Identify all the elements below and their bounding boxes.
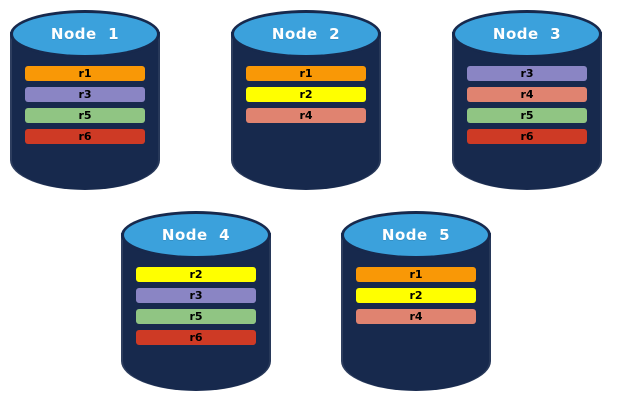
replica-list-2: r1 r2 r4 (246, 66, 366, 123)
node-label-5: Node 5 (381, 226, 451, 244)
node-cylinder-5[interactable]: Node 5 r1 r2 r4 (341, 211, 491, 391)
replica-bar-r3[interactable]: r3 (136, 288, 256, 303)
replica-list-1: r1 r3 r5 r6 (25, 66, 145, 144)
replica-bar-r1[interactable]: r1 (25, 66, 145, 81)
node-label-2: Node 2 (271, 25, 341, 43)
node-label-4: Node 4 (161, 226, 231, 244)
replica-bar-r5[interactable]: r5 (25, 108, 145, 123)
replica-bar-r1[interactable]: r1 (356, 267, 476, 282)
node-cylinder-1[interactable]: Node 1 r1 r3 r5 r6 (10, 10, 160, 190)
replica-bar-r6[interactable]: r6 (136, 330, 256, 345)
replica-bar-r2[interactable]: r2 (136, 267, 256, 282)
replica-bar-r3[interactable]: r3 (467, 66, 587, 81)
node-cap-1 (13, 13, 157, 55)
replica-bar-r2[interactable]: r2 (356, 288, 476, 303)
replica-bar-r4[interactable]: r4 (467, 87, 587, 102)
node-cylinder-4[interactable]: Node 4 r2 r3 r5 r6 (121, 211, 271, 391)
replica-bar-r1[interactable]: r1 (246, 66, 366, 81)
replica-bar-r2[interactable]: r2 (246, 87, 366, 102)
node-cap-5 (344, 214, 488, 256)
replica-bar-r5[interactable]: r5 (467, 108, 587, 123)
replica-bar-r4[interactable]: r4 (246, 108, 366, 123)
replica-bar-r3[interactable]: r3 (25, 87, 145, 102)
node-label-3: Node 3 (492, 25, 562, 43)
node-cap-2 (234, 13, 378, 55)
replica-bar-r5[interactable]: r5 (136, 309, 256, 324)
node-cap-4 (124, 214, 268, 256)
replica-bar-r6[interactable]: r6 (25, 129, 145, 144)
node-cylinder-2[interactable]: Node 2 r1 r2 r4 (231, 10, 381, 190)
node-cap-3 (455, 13, 599, 55)
replica-list-5: r1 r2 r4 (356, 267, 476, 324)
replica-list-3: r3 r4 r5 r6 (467, 66, 587, 144)
replica-bar-r6[interactable]: r6 (467, 129, 587, 144)
replica-bar-r4[interactable]: r4 (356, 309, 476, 324)
node-cylinder-3[interactable]: Node 3 r3 r4 r5 r6 (452, 10, 602, 190)
node-label-1: Node 1 (50, 25, 120, 43)
replica-list-4: r2 r3 r5 r6 (136, 267, 256, 345)
